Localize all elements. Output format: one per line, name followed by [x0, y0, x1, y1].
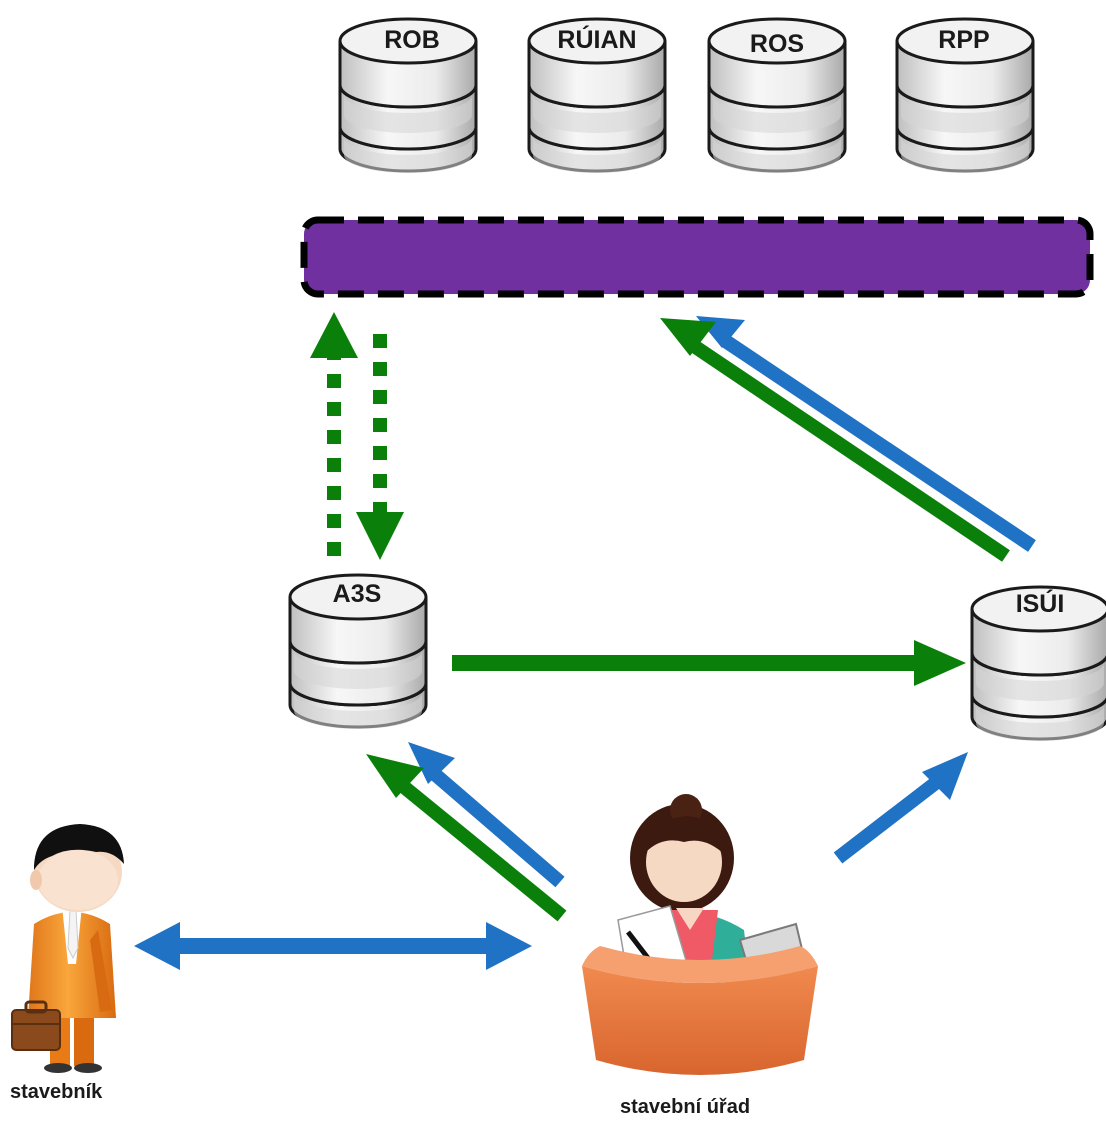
database-rpp: RPP [895, 17, 1035, 175]
arrow-isui-to-bus-blue [696, 316, 1036, 552]
arrow-builder-office [134, 922, 532, 970]
arrow-a3s-to-isui [452, 640, 966, 686]
arrow-office-to-a3s-blue [408, 742, 565, 888]
database-isui-label: ISÚI [1016, 588, 1065, 618]
database-isui: ISÚI [970, 585, 1106, 743]
database-ruian-label: RÚIAN [557, 24, 636, 54]
database-ros: ROS [707, 17, 847, 175]
builder-caption: stavebník [10, 1081, 103, 1103]
dotted-arrow-down [356, 334, 404, 560]
database-rob-label: ROB [384, 26, 440, 54]
dotted-arrow-up [310, 312, 358, 556]
database-ruian: RÚIAN [527, 17, 667, 175]
arrow-isui-to-bus-green [660, 318, 1010, 562]
integration-bus [300, 216, 1094, 298]
arrow-office-to-isui [833, 752, 968, 864]
office-clerk-icon [582, 794, 818, 1075]
database-a3s: A3S [288, 573, 428, 731]
database-ros-label: ROS [750, 30, 804, 58]
arrow-office-to-a3s-green [366, 754, 567, 922]
database-rob: ROB [338, 17, 478, 175]
builder-person-icon [11, 824, 124, 1073]
database-rpp-label: RPP [938, 26, 989, 54]
office-caption: stavební úřad [620, 1096, 750, 1118]
database-a3s-label: A3S [333, 580, 382, 608]
